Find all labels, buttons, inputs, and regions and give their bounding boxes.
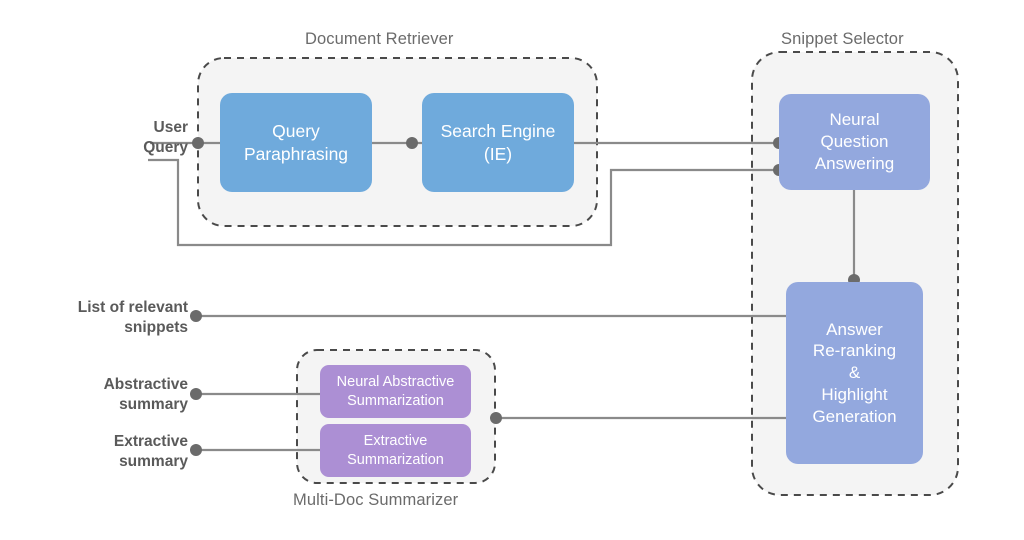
io-label-extractive-out: Extractive summary: [113, 433, 188, 471]
node-query-paraphrasing[interactable]: Query Paraphrasing: [220, 93, 372, 192]
dot-search-engine-in: [406, 137, 418, 149]
node-answer-reranking[interactable]: Answer Re-ranking & Highlight Generation: [786, 282, 923, 464]
dot-extractive-out: [190, 444, 202, 456]
group-title-multi-doc-summarizer: Multi-Doc Summarizer: [293, 491, 459, 509]
group-title-snippet-selector: Snippet Selector: [781, 30, 904, 48]
node-neural-qa[interactable]: Neural Question Answering: [779, 94, 930, 190]
dot-abstractive-out: [190, 388, 202, 400]
io-label-abstractive-out: Abstractive summary: [103, 376, 188, 414]
group-title-document-retriever: Document Retriever: [305, 30, 454, 48]
node-search-engine[interactable]: Search Engine (IE): [422, 93, 574, 192]
node-extractive[interactable]: Extractive Summarization: [320, 424, 471, 477]
io-label-user-query: User Query: [143, 119, 188, 157]
dot-user-query-in: [192, 137, 204, 149]
edge-user-query-bypass-to-neural-qa: [148, 158, 779, 247]
io-label-list-of-snippets: List of relevant snippets: [77, 299, 188, 337]
node-neural-abstractive[interactable]: Neural Abstractive Summarization: [320, 365, 471, 418]
dot-snippets-out: [190, 310, 202, 322]
connector-edges: [148, 141, 856, 452]
dot-summarizer-out: [490, 412, 502, 424]
